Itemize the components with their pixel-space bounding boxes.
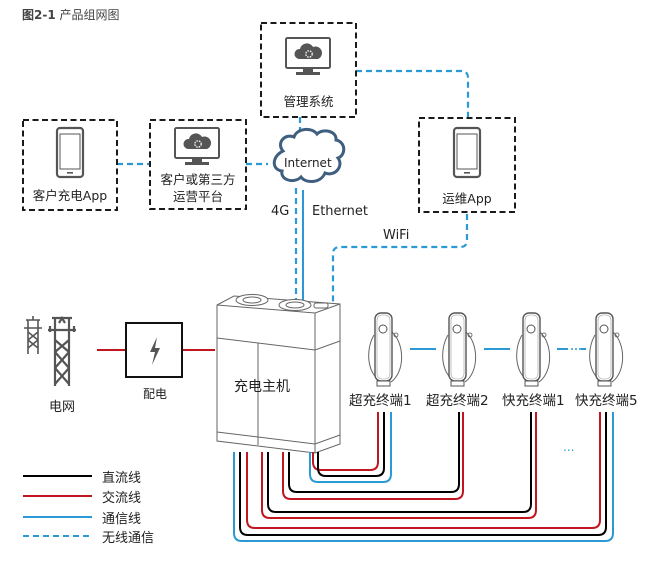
dc-cable bbox=[239, 412, 607, 536]
terminal-label-2: 超充终端2 bbox=[426, 393, 489, 409]
ops-app-label: 运维App bbox=[442, 191, 492, 206]
terminal-label-1: 超充终端1 bbox=[349, 393, 412, 409]
charging-terminal-icon[interactable] bbox=[368, 312, 403, 387]
ac-cable bbox=[312, 412, 379, 471]
internet-cloud-icon[interactable] bbox=[272, 128, 346, 183]
lightning-icon bbox=[150, 337, 160, 365]
internet-label: Internet bbox=[284, 156, 332, 170]
legend-label-wireless: 无线通信 bbox=[102, 531, 155, 546]
legend-label-comm: 通信线 bbox=[102, 512, 142, 527]
link-wifi bbox=[331, 214, 469, 305]
dc-cable bbox=[267, 412, 532, 513]
comm-cable bbox=[309, 412, 392, 483]
link-mgmt-to-opsapp bbox=[356, 69, 470, 118]
ac-cable bbox=[246, 412, 601, 529]
figure-number: 图2-1 bbox=[22, 8, 56, 22]
transmission-tower-icon bbox=[24, 316, 42, 354]
legend bbox=[23, 475, 92, 537]
comm-cable bbox=[233, 412, 614, 542]
monitor-icon bbox=[285, 37, 331, 75]
customer-platform-label-line1: 客户或第三方 bbox=[160, 172, 236, 187]
link-wifi-label: WiFi bbox=[383, 228, 410, 243]
grid-label: 电网 bbox=[49, 400, 76, 415]
terminal-label-4: 快充终端5 bbox=[575, 393, 638, 409]
charging-terminal-icon[interactable] bbox=[589, 312, 624, 387]
ac-cable bbox=[261, 412, 537, 519]
ac-cable bbox=[282, 412, 464, 500]
dc-cable bbox=[317, 412, 385, 477]
charging-terminal-icon[interactable] bbox=[516, 312, 551, 387]
cable-bundles bbox=[233, 412, 614, 542]
comm-link-dots bbox=[571, 348, 581, 350]
figure-caption: 产品组网图 bbox=[59, 8, 120, 22]
legend-label-dc: 直流线 bbox=[102, 471, 142, 486]
terminal-label-3: 快充终端1 bbox=[502, 393, 565, 409]
management-system-label: 管理系统 bbox=[283, 94, 334, 109]
smartphone-icon bbox=[55, 126, 85, 179]
customer-app-label: 客户充电App bbox=[32, 188, 108, 203]
distribution-label: 配电 bbox=[143, 387, 168, 401]
smartphone-icon bbox=[452, 126, 482, 179]
wireless-links bbox=[117, 69, 470, 305]
legend-label-ac: 交流线 bbox=[102, 491, 142, 506]
transmission-tower-icon bbox=[48, 315, 76, 386]
charging-host-label: 充电主机 bbox=[234, 379, 290, 395]
terminals bbox=[368, 312, 624, 387]
charging-host-cabinet[interactable] bbox=[216, 294, 341, 454]
link-4g-label: 4G bbox=[271, 204, 290, 219]
link-ethernet-label: Ethernet bbox=[312, 204, 368, 219]
cable-ellipsis: ... bbox=[563, 440, 575, 454]
customer-platform-label-line2: 运营平台 bbox=[172, 189, 223, 204]
monitor-icon bbox=[174, 127, 220, 165]
figure-title: 图2-1 产品组网图 bbox=[22, 6, 120, 23]
charging-terminal-icon[interactable] bbox=[442, 312, 477, 387]
dc-cable bbox=[288, 412, 460, 493]
